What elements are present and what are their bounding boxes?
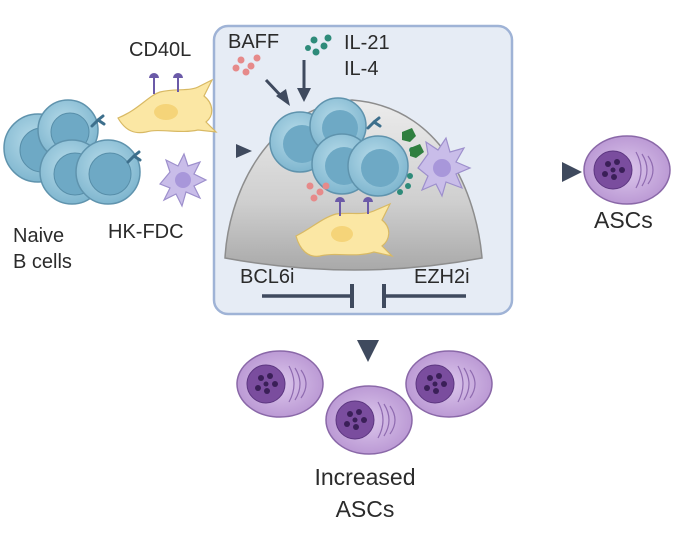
asc-cell-icon	[236, 350, 324, 418]
baff-arrow	[264, 78, 290, 106]
il21-label: IL-21	[344, 32, 390, 54]
stromal-cell-in-gc	[295, 197, 394, 258]
baff-label: BAFF	[228, 31, 279, 53]
baff-molecules-icon	[232, 54, 261, 76]
hk-fdc-cell	[159, 152, 208, 208]
il21-il4-molecules-icon	[305, 34, 332, 56]
increased-asc-cluster	[236, 350, 493, 455]
antigen-icon	[402, 128, 424, 158]
il4-label: IL-4	[344, 58, 378, 80]
cytokine-arrow	[297, 60, 311, 102]
naive-b-cell-cluster	[3, 99, 142, 205]
hk-fdc-cell-in-gc	[417, 136, 472, 198]
input-arrow	[132, 144, 252, 158]
baff-molecules-icon	[306, 182, 330, 202]
b-cell-receptor-icon	[90, 114, 142, 164]
gc-b-cell-cluster	[269, 97, 409, 197]
hk-fdc-label: HK-FDC	[108, 221, 184, 243]
asc-cell-icon	[405, 350, 493, 418]
naive-b-cells-label-line2: B cells	[13, 251, 72, 273]
bcl6i-inhibition-icon	[262, 284, 354, 308]
cd40l-stromal-cell	[117, 73, 218, 134]
b-cell-receptor-icon	[366, 116, 382, 130]
ascs-label: ASCs	[594, 207, 653, 233]
asc-cell-icon	[583, 135, 671, 205]
naive-b-cells-label-line1: Naive	[13, 225, 64, 247]
bcl6i-label: BCL6i	[240, 266, 294, 288]
cd40l-receptor-icon	[149, 73, 183, 94]
cd40l-label: CD40L	[129, 39, 191, 61]
output-arrow-down	[357, 282, 379, 362]
asc-cell-icon	[325, 385, 413, 455]
cd40l-receptor-icon	[335, 197, 373, 216]
output-arrow-right	[488, 162, 582, 182]
b-cell-icon	[347, 135, 409, 197]
increased-ascs-label-line1: Increased	[314, 464, 415, 490]
b-cell-icon	[75, 139, 141, 205]
increased-ascs-label-line2: ASCs	[336, 496, 395, 522]
ezh2i-inhibition-icon	[382, 284, 466, 308]
ezh2i-label: EZH2i	[414, 266, 470, 288]
